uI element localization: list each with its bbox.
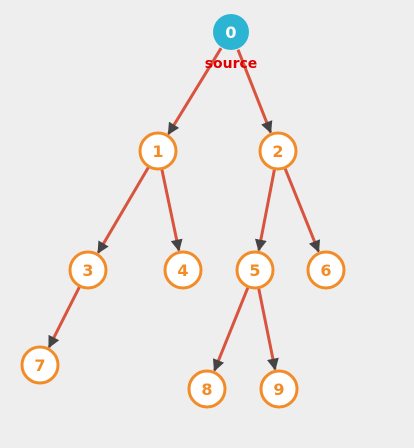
node-circle-6	[306, 250, 346, 290]
source-tag-label: source	[205, 56, 258, 72]
node-circle-5	[235, 250, 275, 290]
node-circle-1	[138, 131, 178, 171]
node-label-5: 5	[249, 261, 260, 280]
edge-2-6	[283, 168, 321, 253]
node-2[interactable]: 2	[258, 131, 298, 171]
edge-3-7	[47, 286, 81, 349]
edge-0-2	[236, 49, 273, 134]
edge-5-9	[257, 288, 279, 371]
node-6[interactable]: 6	[306, 250, 346, 290]
node-label-2: 2	[272, 142, 283, 161]
nodes-layer: 0 source 1 2 3 4 5 6 7 8 9	[20, 14, 346, 409]
node-label-3: 3	[82, 261, 93, 280]
node-0[interactable]: 0 source	[205, 14, 258, 72]
node-3[interactable]: 3	[68, 250, 108, 290]
edge-5-8	[212, 287, 250, 372]
node-4[interactable]: 4	[163, 250, 203, 290]
node-label-9: 9	[273, 380, 284, 399]
node-5[interactable]: 5	[235, 250, 275, 290]
node-label-0: 0	[225, 23, 236, 42]
edges-layer	[47, 47, 321, 372]
node-circle-2	[258, 131, 298, 171]
edge-1-4	[160, 169, 183, 252]
node-label-1: 1	[152, 142, 163, 161]
node-circle-9	[259, 369, 299, 409]
node-circle-4	[163, 250, 203, 290]
node-7[interactable]: 7	[20, 345, 60, 385]
node-circle-8	[187, 369, 227, 409]
node-label-7: 7	[34, 356, 45, 375]
node-circle-3	[68, 250, 108, 290]
node-label-8: 8	[201, 380, 212, 399]
edge-2-5	[254, 169, 276, 252]
node-label-6: 6	[320, 261, 331, 280]
node-circle-7	[20, 345, 60, 385]
edge-0-1	[167, 47, 223, 135]
node-circle-0	[213, 14, 249, 50]
node-label-4: 4	[177, 261, 188, 280]
node-9[interactable]: 9	[259, 369, 299, 409]
edge-1-3	[96, 166, 150, 254]
node-8[interactable]: 8	[187, 369, 227, 409]
node-1[interactable]: 1	[138, 131, 178, 171]
